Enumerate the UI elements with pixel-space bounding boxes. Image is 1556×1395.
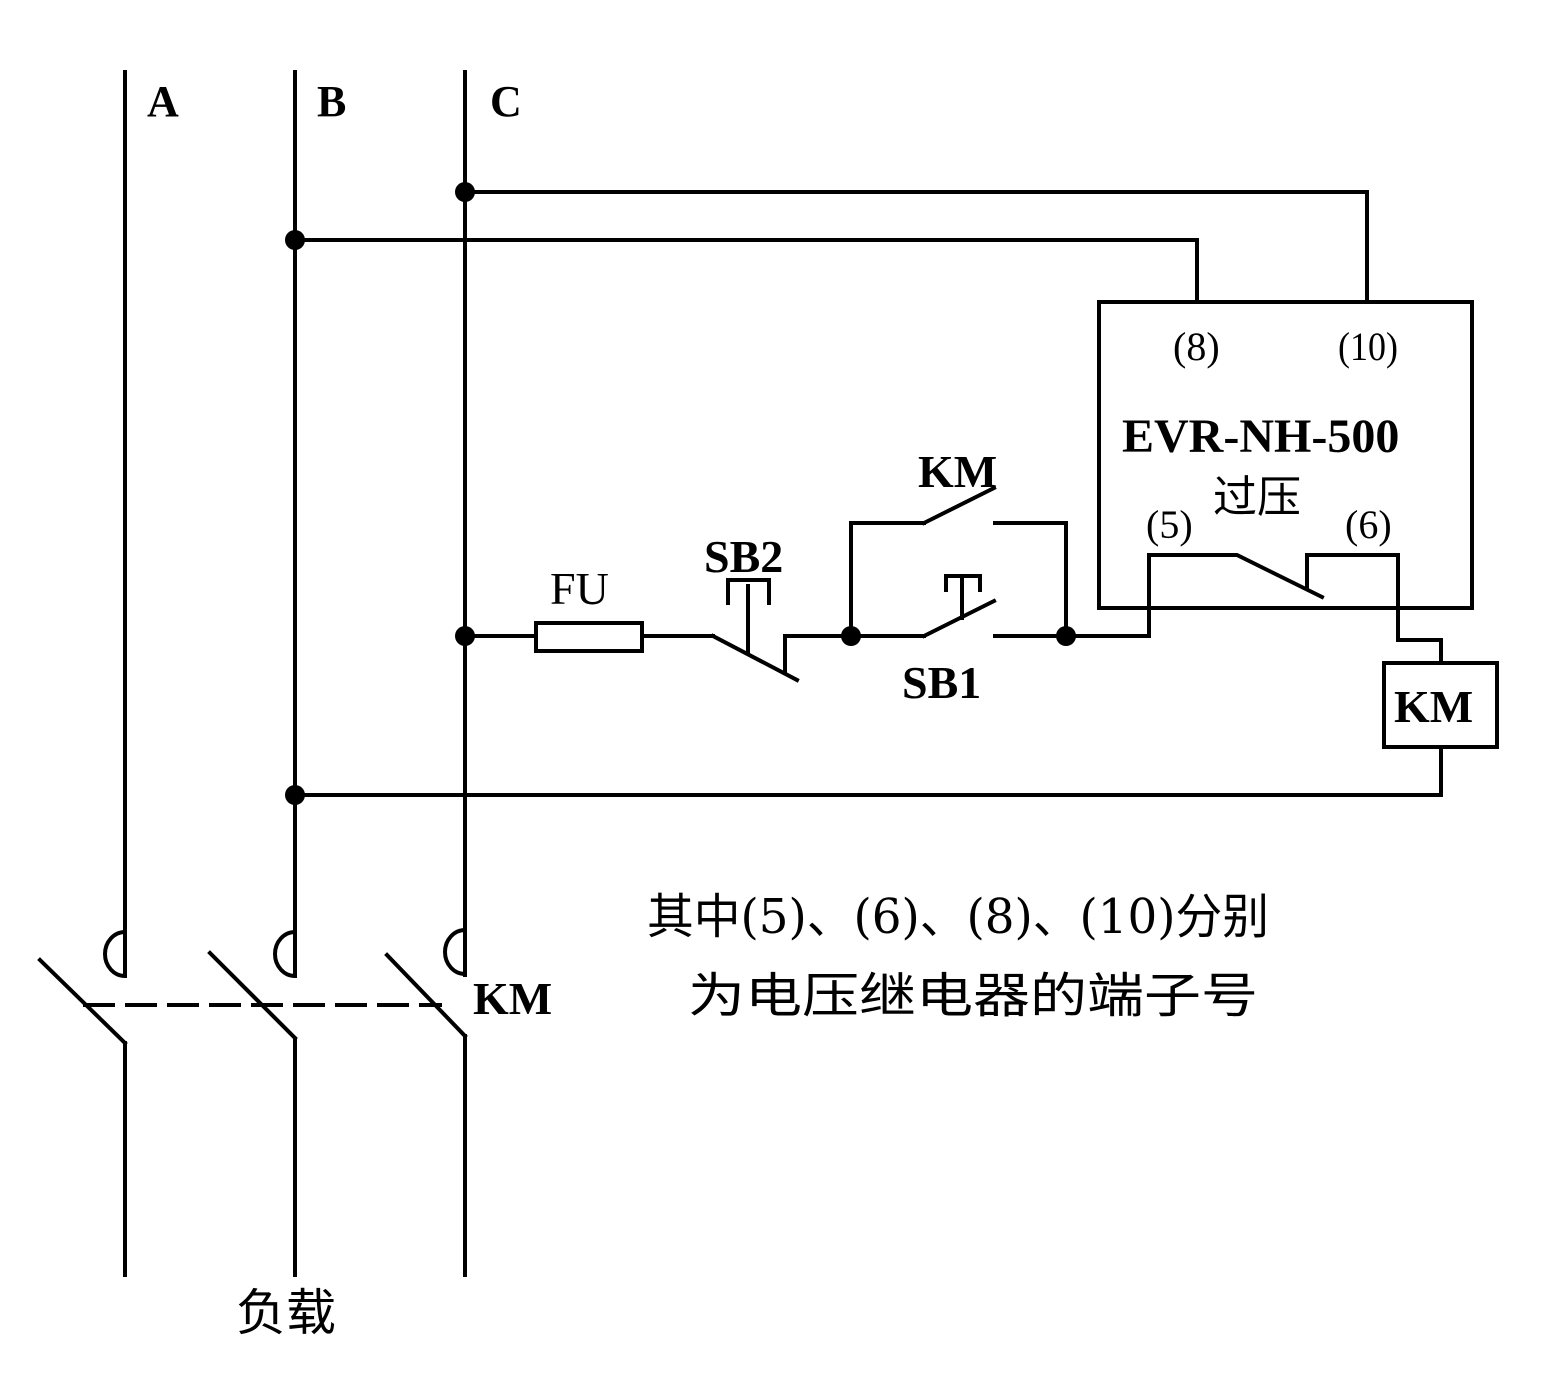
sb2-cap	[726, 578, 771, 605]
fuse-label: FU	[550, 563, 609, 614]
relay-contact-left	[1147, 553, 1325, 638]
km-aux-left	[849, 521, 926, 638]
contact-blade-b	[207, 950, 298, 1041]
stop-button-sb2: SB2	[704, 531, 853, 683]
fuse	[534, 621, 644, 653]
phase-a-label: A	[147, 77, 179, 126]
phase-c-label: C	[490, 77, 522, 126]
junction-b-control	[285, 785, 305, 805]
terminal-5-label: (5)	[1146, 502, 1193, 547]
phase-lines	[123, 70, 467, 1277]
contact-blade-a	[37, 957, 128, 1046]
junction-c-top	[455, 182, 475, 202]
wire-coil-to-b	[293, 745, 1443, 797]
note-line2: 为电压继电器的端子号	[688, 968, 1258, 1024]
km-aux-blade	[921, 485, 997, 526]
wire-t6-to-coil	[1396, 634, 1443, 665]
relay-box	[1097, 300, 1474, 610]
start-button-sb1: SB1	[849, 574, 1068, 708]
junction-b-top	[285, 230, 305, 250]
km-aux-right	[993, 521, 1068, 638]
wire-b-to-t8	[293, 238, 1199, 304]
voltage-relay: (8) (10) EVR-NH-500 过压 (5) (6)	[1097, 300, 1474, 638]
note-line1: 其中(5)、(6)、(8)、(10)分别	[647, 889, 1269, 945]
coil-label: KM	[1394, 681, 1473, 732]
terminal-10-label: (10)	[1338, 324, 1398, 369]
km-coil: KM	[1382, 661, 1499, 749]
sb1-blade	[921, 598, 997, 639]
main-contactor-label: KM	[473, 973, 552, 1024]
junction-c-control	[455, 626, 475, 646]
terminal-8-label: (8)	[1173, 324, 1220, 369]
load-label: 负载	[236, 1284, 336, 1342]
sb2-fixed	[783, 634, 853, 674]
relay-model-label: EVR-NH-500	[1122, 410, 1399, 463]
relay-function-label: 过压	[1213, 472, 1301, 523]
contact-arc-b	[273, 929, 298, 979]
wire-c-to-t10	[463, 190, 1369, 304]
sb1-cap	[944, 574, 982, 592]
km-aux-label: KM	[918, 446, 997, 497]
sb1-label: SB1	[902, 657, 981, 708]
main-contactor: KM	[37, 927, 552, 1046]
note: 其中(5)、(6)、(8)、(10)分别 为电压继电器的端子号	[647, 889, 1269, 1024]
contact-blade-c	[384, 952, 468, 1039]
phase-b-label: B	[317, 77, 346, 126]
terminal-6-label: (6)	[1345, 502, 1392, 547]
control-circuit: FU SB2 SB1 KM	[285, 446, 1499, 805]
sb2-label: SB2	[704, 531, 783, 582]
contact-arc-c	[443, 927, 468, 977]
contact-arc-a	[103, 929, 128, 979]
holding-contact-km: KM	[849, 446, 1068, 638]
relay-contact-right	[1305, 553, 1400, 638]
